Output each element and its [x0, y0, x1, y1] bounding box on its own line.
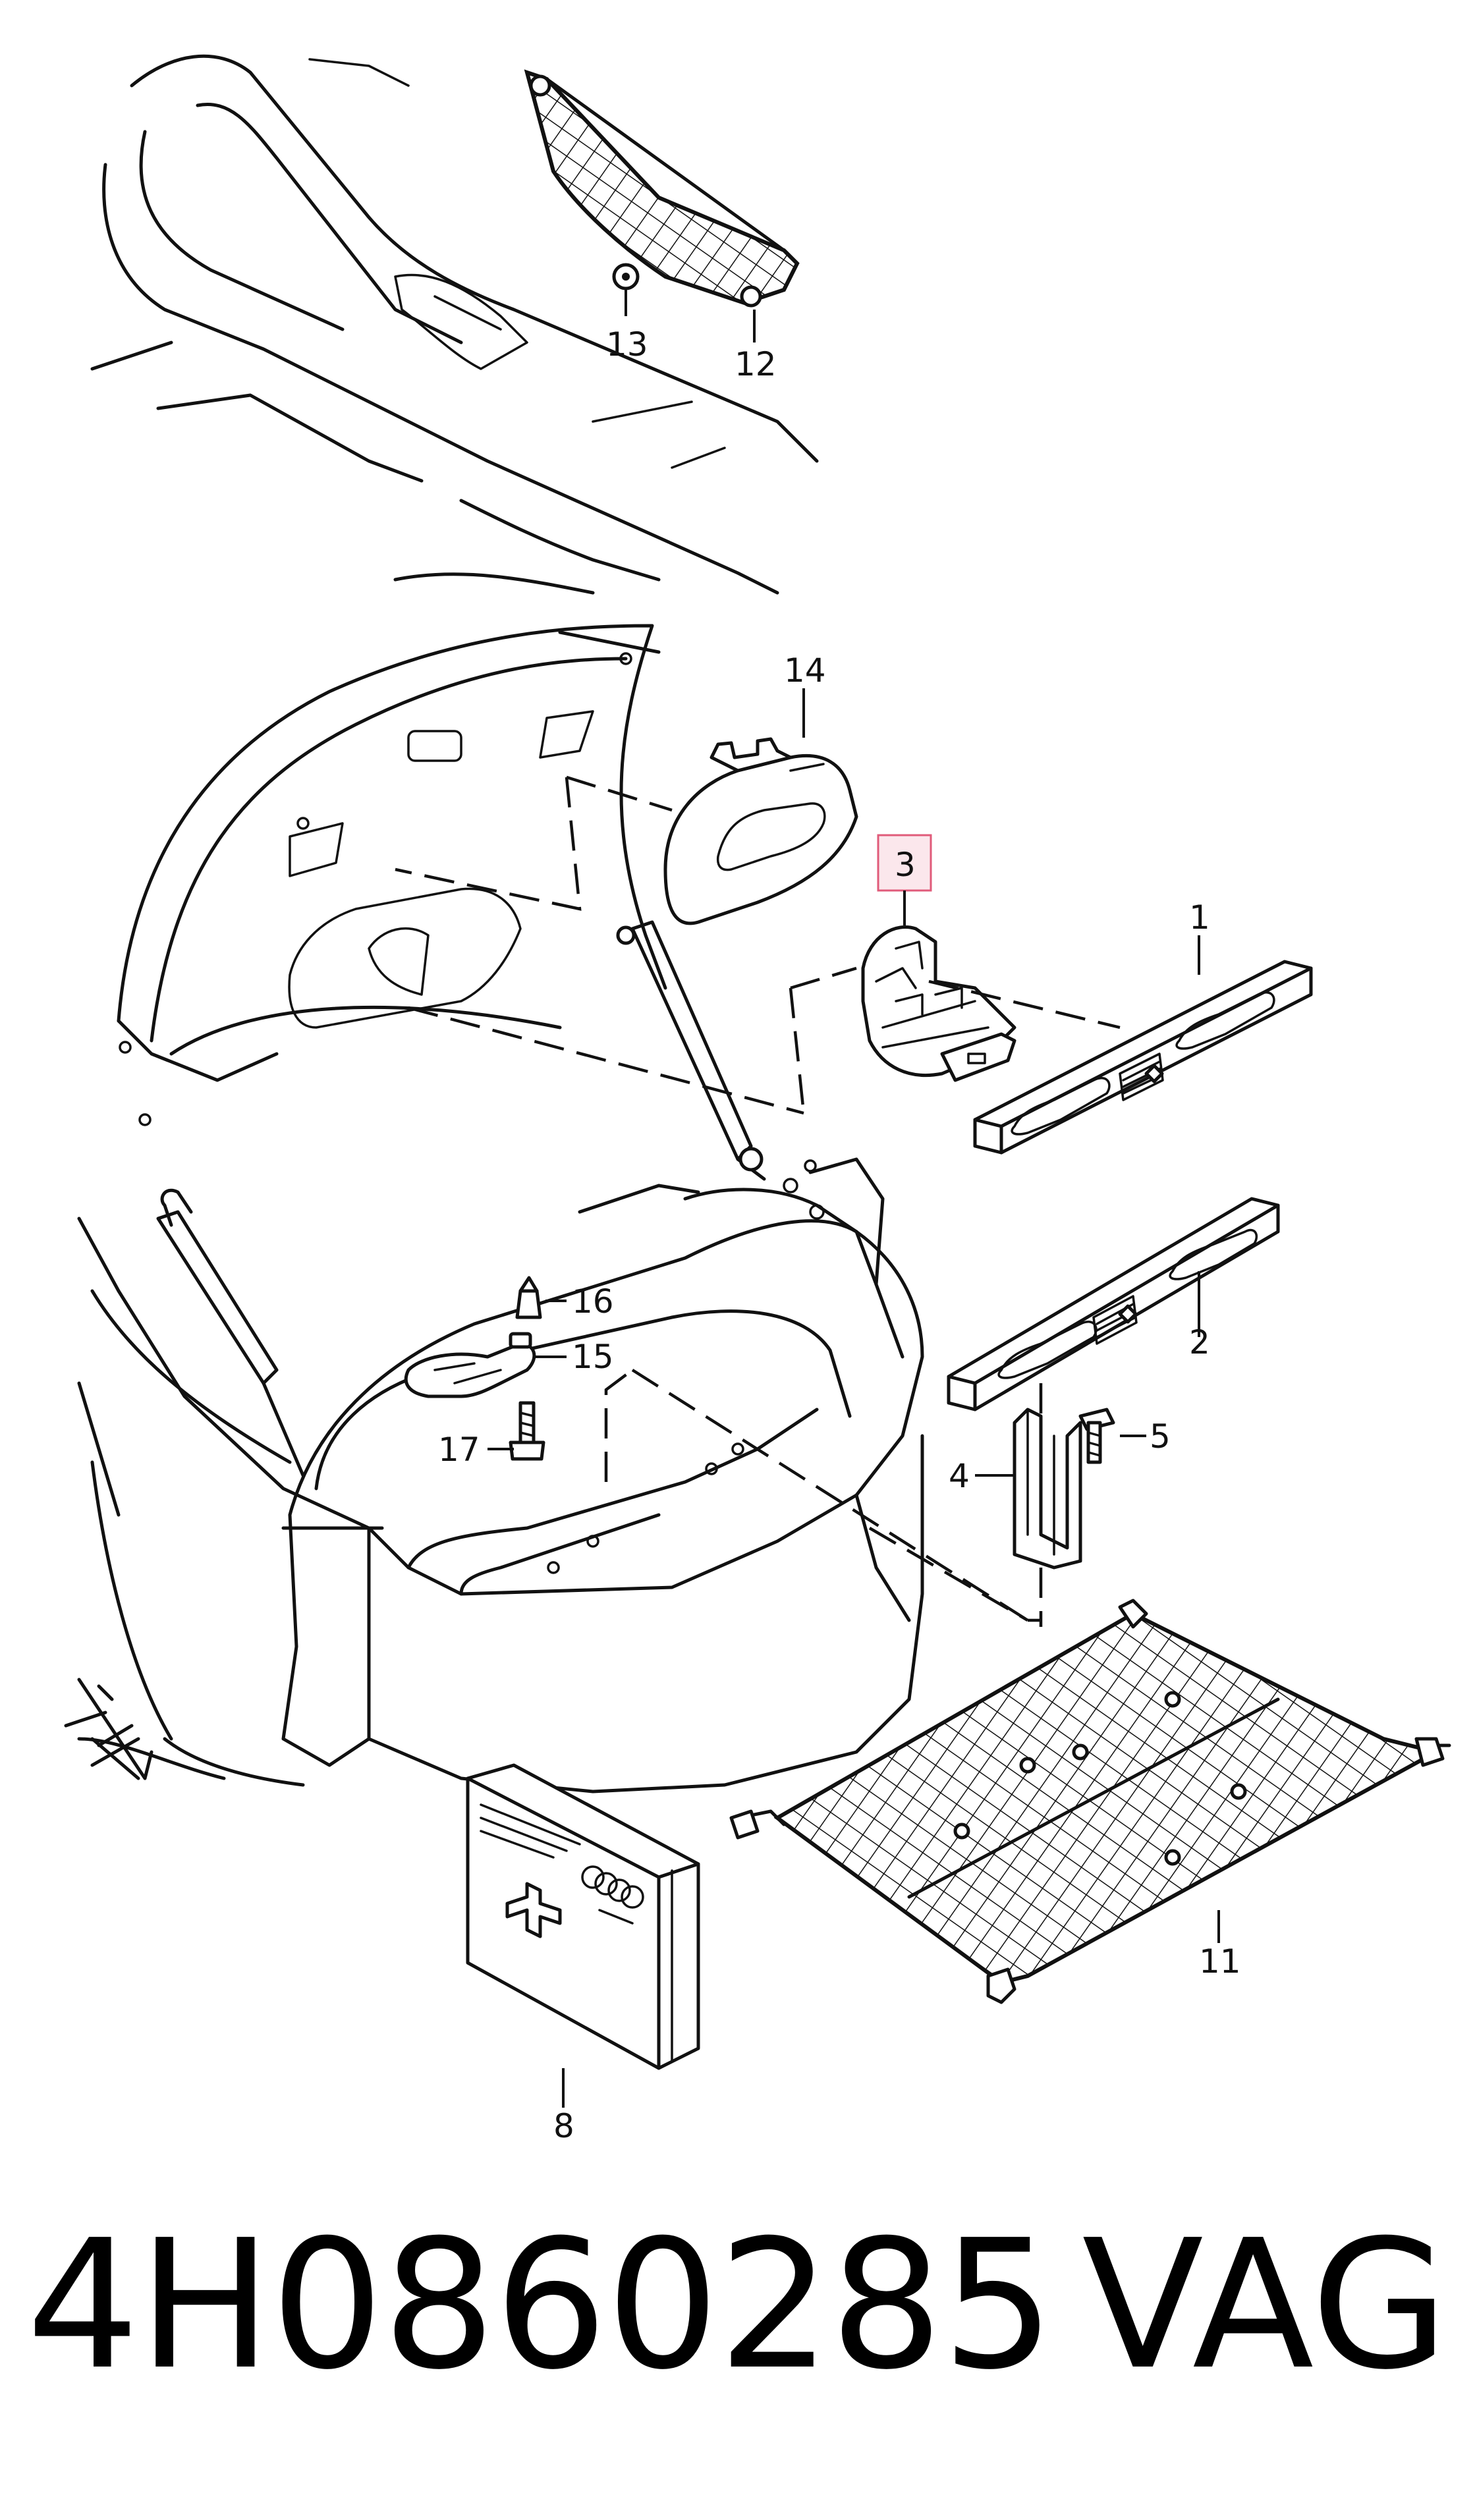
callout-5: 5: [1150, 1417, 1171, 1456]
part-2-rail: [947, 1197, 1280, 1411]
car-roof-outline: [90, 54, 819, 654]
part-11-floor-net: [729, 1599, 1451, 2004]
part-15-hook-bracket: [404, 1332, 536, 1398]
part-8-first-aid-kit: [466, 1763, 700, 2070]
part-number: 4H0860285: [26, 2201, 1055, 2409]
callout-labels: 1 2 3 4 5 8 11 12 13 14 15 16 17: [438, 325, 1241, 2145]
part-17-screw: [509, 1401, 545, 1461]
callout-11: 11: [1199, 1942, 1241, 1981]
callout-2: 2: [1189, 1323, 1210, 1361]
part-1-rail: [973, 960, 1313, 1155]
callout-15: 15: [572, 1338, 614, 1376]
part-16-clip: [515, 1276, 542, 1319]
callout-3: 3: [895, 846, 916, 884]
callout-8: 8: [553, 2107, 574, 2145]
callout-4: 4: [949, 1457, 970, 1495]
callout-12: 12: [735, 345, 777, 383]
callout-3-highlight: [877, 834, 932, 892]
part-4-hook: [1013, 1408, 1082, 1570]
part-13-clip: [612, 263, 640, 290]
callout-16: 16: [572, 1282, 614, 1321]
part-12-side-net: [524, 69, 800, 308]
callout-13: 13: [606, 325, 648, 364]
gas-struts: [156, 920, 766, 1477]
trunk-body: [64, 1157, 924, 1794]
brand-label: VAG: [1082, 2201, 1449, 2409]
tailgate-lid: [117, 624, 667, 1126]
callout-17: 17: [438, 1431, 480, 1469]
callout-14: 14: [784, 651, 826, 690]
callout-1: 1: [1189, 898, 1210, 937]
part-5-screw: [1078, 1408, 1115, 1464]
part-14-handle-cover: [663, 737, 858, 925]
part-3-bracket: [861, 925, 1016, 1082]
dashed-reference-lines: [395, 775, 1121, 1627]
